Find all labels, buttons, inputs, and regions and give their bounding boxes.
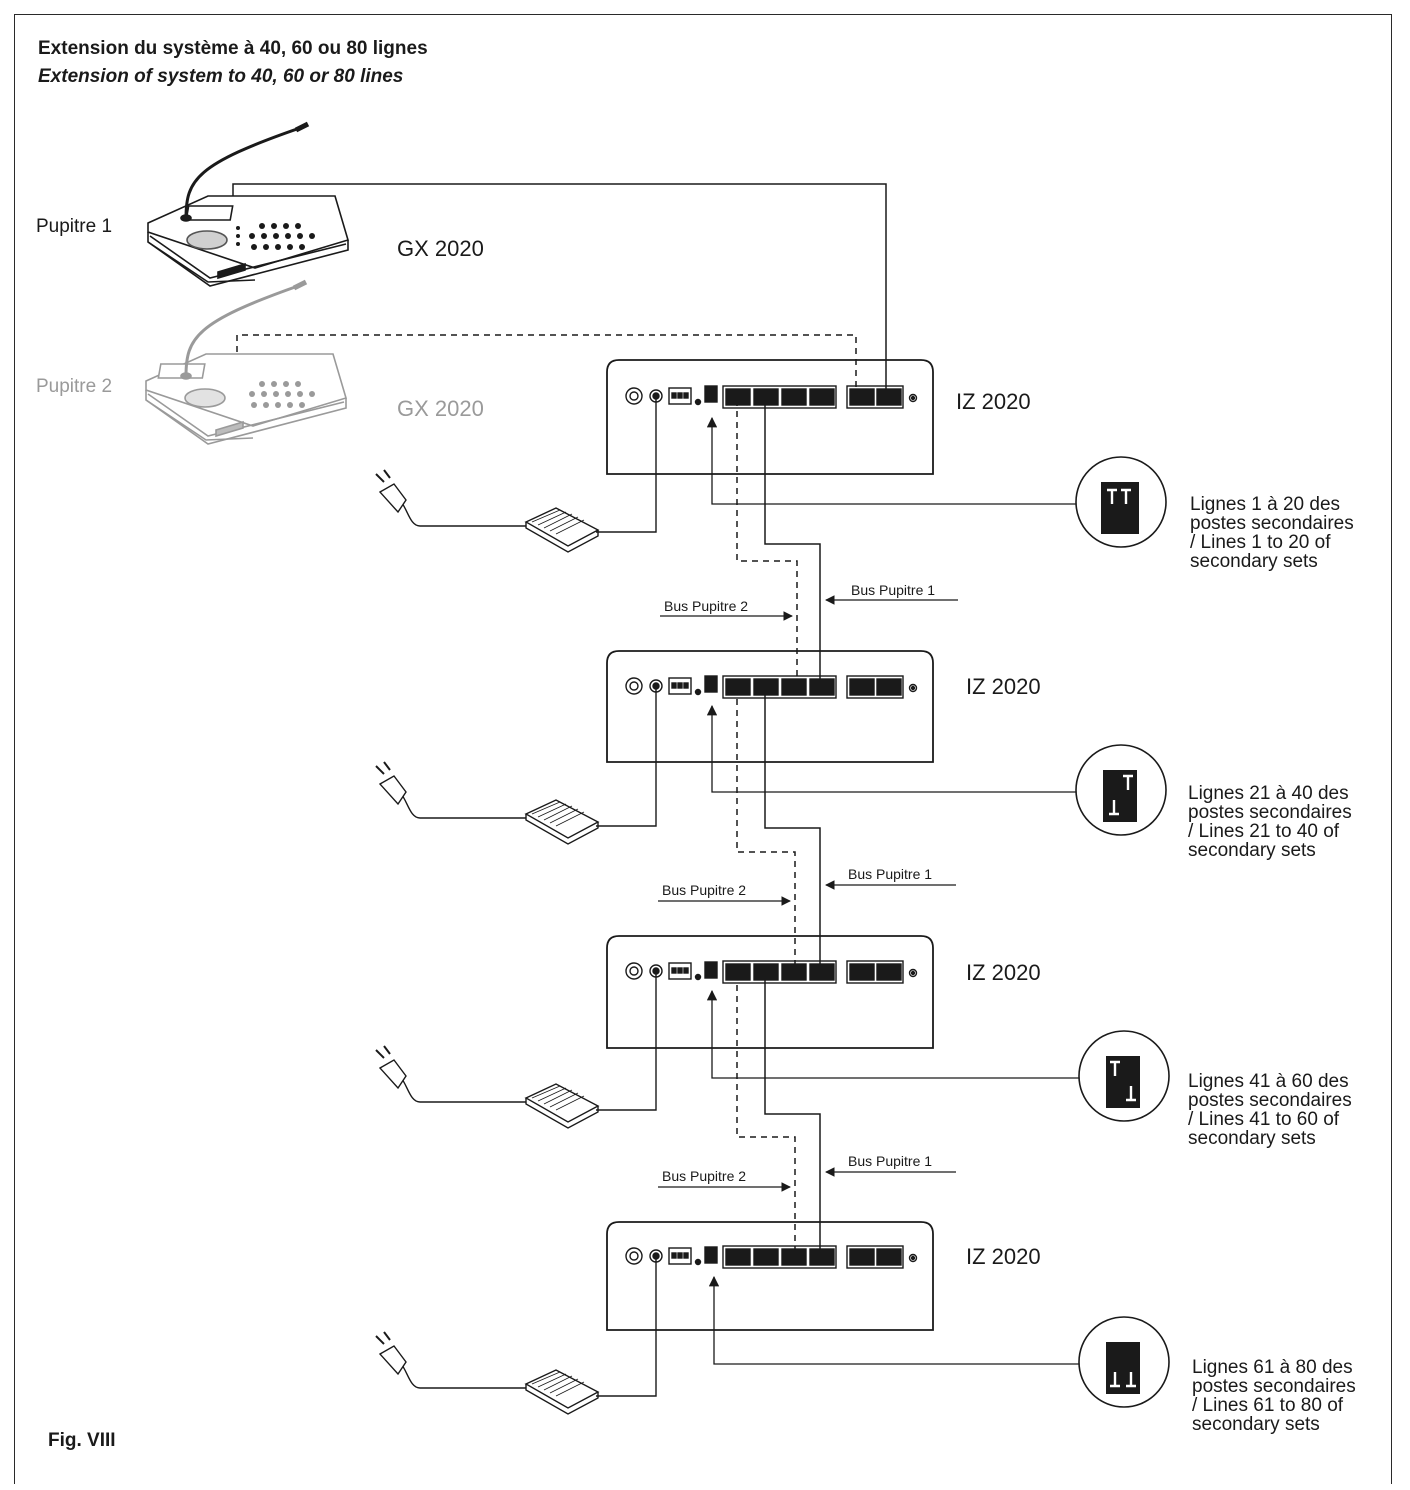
console-1-name: Pupitre 1 (36, 216, 113, 237)
bus-pupitre-2-label-1: Bus Pupitre 2 (664, 598, 749, 614)
switch-leaders (706, 416, 1080, 1365)
console-2-cable (236, 334, 857, 395)
unit-4-lines: Lignes 61 à 80 des postes secondaires / … (1192, 1357, 1356, 1435)
bus-arrows (658, 595, 958, 1192)
unit-3-lines: Lignes 41 à 60 des postes secondaires / … (1188, 1071, 1352, 1149)
title-english: Extension of system to 40, 60 or 80 line… (38, 66, 404, 87)
figure-frame (14, 14, 1392, 1484)
unit-2 (606, 650, 934, 763)
console-1-cable (232, 183, 887, 400)
bus-pupitre-1-label-1: Bus Pupitre 1 (851, 582, 936, 598)
bus-pupitre-2-label-3: Bus Pupitre 2 (662, 1168, 747, 1184)
unit-3-panel (625, 960, 918, 984)
unit-3 (606, 935, 934, 1049)
unit-2-lines: Lignes 21 à 40 des postes secondaires / … (1188, 783, 1352, 861)
console-2-model: GX 2020 (397, 396, 484, 421)
switch-2-detail (1075, 744, 1167, 836)
unit-1-model: IZ 2020 (956, 389, 1031, 414)
power-supply-3 (375, 973, 657, 1129)
bus-pupitre-1-label-3: Bus Pupitre 1 (848, 1153, 933, 1169)
power-supply-4 (375, 1258, 657, 1415)
power-supply-1 (375, 398, 657, 553)
bus-pupitre-2-cables (736, 400, 798, 1258)
console-1 (147, 121, 349, 287)
unit-1 (606, 359, 934, 475)
unit-1-panel (625, 385, 918, 409)
bus-pupitre-1-label-2: Bus Pupitre 1 (848, 866, 933, 882)
unit-2-panel (625, 675, 918, 699)
unit-2-model: IZ 2020 (966, 674, 1041, 699)
power-supply-2 (375, 688, 657, 845)
switch-3-detail (1078, 1030, 1170, 1122)
switch-4-detail (1078, 1316, 1170, 1408)
figure-label: Fig. VIII (48, 1430, 116, 1451)
unit-4 (606, 1221, 934, 1331)
unit-4-model: IZ 2020 (966, 1244, 1041, 1269)
console-2 (145, 279, 347, 445)
bus-pupitre-2-label-2: Bus Pupitre 2 (662, 882, 747, 898)
unit-4-panel (625, 1245, 918, 1269)
bus-cables (764, 400, 821, 1258)
unit-1-lines: Lignes 1 à 20 des postes secondaires / L… (1190, 494, 1354, 572)
console-1-model: GX 2020 (397, 236, 484, 261)
unit-3-model: IZ 2020 (966, 960, 1041, 985)
console-2-name: Pupitre 2 (36, 376, 113, 397)
switch-1-detail (1075, 456, 1167, 548)
title-french: Extension du système à 40, 60 ou 80 lign… (38, 38, 428, 59)
